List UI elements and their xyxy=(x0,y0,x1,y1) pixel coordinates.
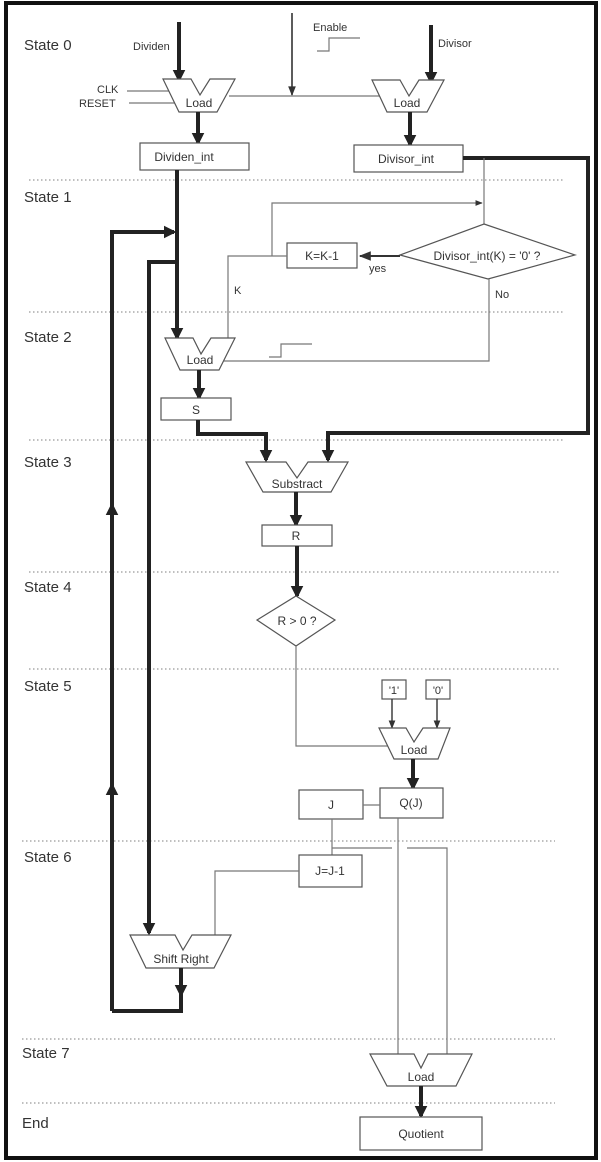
k-label: K xyxy=(234,285,242,297)
divisor-load-block: Load xyxy=(371,79,445,113)
reset-label: RESET xyxy=(79,98,116,110)
k-feedback-line xyxy=(271,200,483,256)
j-decrement-box: J=J-1 xyxy=(298,854,363,888)
one-label: '1' xyxy=(389,685,399,697)
k-decrement-label: K=K-1 xyxy=(305,249,339,263)
s-label: S xyxy=(192,403,200,417)
dividend-label: Dividen xyxy=(133,41,170,53)
state-2-label: State 2 xyxy=(24,329,72,346)
divisor-int-label: Divisor_int xyxy=(378,152,435,166)
divisor-check-label: Divisor_int(K) = '0' ? xyxy=(434,249,541,263)
state-0-label: State 0 xyxy=(24,37,72,54)
state-5-label: State 5 xyxy=(24,678,72,695)
r-box: R xyxy=(261,524,333,547)
frame xyxy=(4,1,598,1160)
load-label: Load xyxy=(408,1070,435,1084)
step-waveform xyxy=(269,343,312,358)
load-label: Load xyxy=(401,743,428,757)
zero-label: '0' xyxy=(433,685,443,697)
shift-input-path xyxy=(142,260,177,936)
quotient-label: Quotient xyxy=(398,1127,444,1141)
clk-label: CLK xyxy=(97,84,119,96)
divisor-label: Divisor xyxy=(438,38,472,50)
j-box: J xyxy=(298,789,364,820)
enable-step-waveform xyxy=(317,37,360,52)
no-label: No xyxy=(495,289,509,301)
k-line xyxy=(227,255,287,345)
subtract-block: Substract xyxy=(244,461,350,493)
state-separators xyxy=(22,179,565,1104)
quotient-box: Quotient xyxy=(359,1116,483,1151)
s-to-subtract-path xyxy=(196,420,273,463)
shift-right-label: Shift Right xyxy=(153,952,209,966)
r-check-line xyxy=(295,646,388,747)
state-4-label: State 4 xyxy=(24,579,72,596)
divisor-check-diamond: Divisor_int(K) = '0' ? xyxy=(398,223,578,280)
k-load-block: Load xyxy=(164,337,236,371)
final-load-block: Load xyxy=(369,1053,473,1087)
j-label: J xyxy=(328,798,334,812)
divisor-to-subtract-path xyxy=(321,156,590,463)
s-box: S xyxy=(160,397,232,421)
shift-right-block: Shift Right xyxy=(129,934,232,969)
j-decrement-label: J=J-1 xyxy=(315,864,345,878)
yes-label: yes xyxy=(369,263,387,275)
dividend-int-label: Dividen_int xyxy=(154,150,214,164)
end-label: End xyxy=(22,1115,49,1132)
enable-label: Enable xyxy=(313,22,347,34)
j-to-shift-line xyxy=(214,870,299,935)
qj-label: Q(J) xyxy=(399,796,422,810)
r-check-label: R > 0 ? xyxy=(277,614,316,628)
state-7-label: State 7 xyxy=(22,1045,70,1062)
state-1-label: State 1 xyxy=(24,189,72,206)
one-constant-box: '1' xyxy=(381,679,407,700)
zero-constant-box: '0' xyxy=(425,679,451,700)
dividend-load-block: Load xyxy=(162,78,237,113)
load-label: Load xyxy=(187,353,214,367)
j-to-final-load-line xyxy=(407,847,448,1054)
q-load-block: Load xyxy=(378,727,451,760)
load-label: Load xyxy=(186,96,213,110)
divisor-int-box: Divisor_int xyxy=(353,144,464,173)
state-6-label: State 6 xyxy=(24,849,72,866)
no-line xyxy=(224,279,490,362)
r-label: R xyxy=(292,529,301,543)
k-decrement-box: K=K-1 xyxy=(286,242,358,269)
dividend-int-box: Dividen_int xyxy=(139,142,250,171)
loop-return-path xyxy=(110,225,177,1011)
subtract-label: Substract xyxy=(272,477,323,491)
state-3-label: State 3 xyxy=(24,454,72,471)
load-label: Load xyxy=(394,96,421,110)
qj-box: Q(J) xyxy=(379,787,444,819)
